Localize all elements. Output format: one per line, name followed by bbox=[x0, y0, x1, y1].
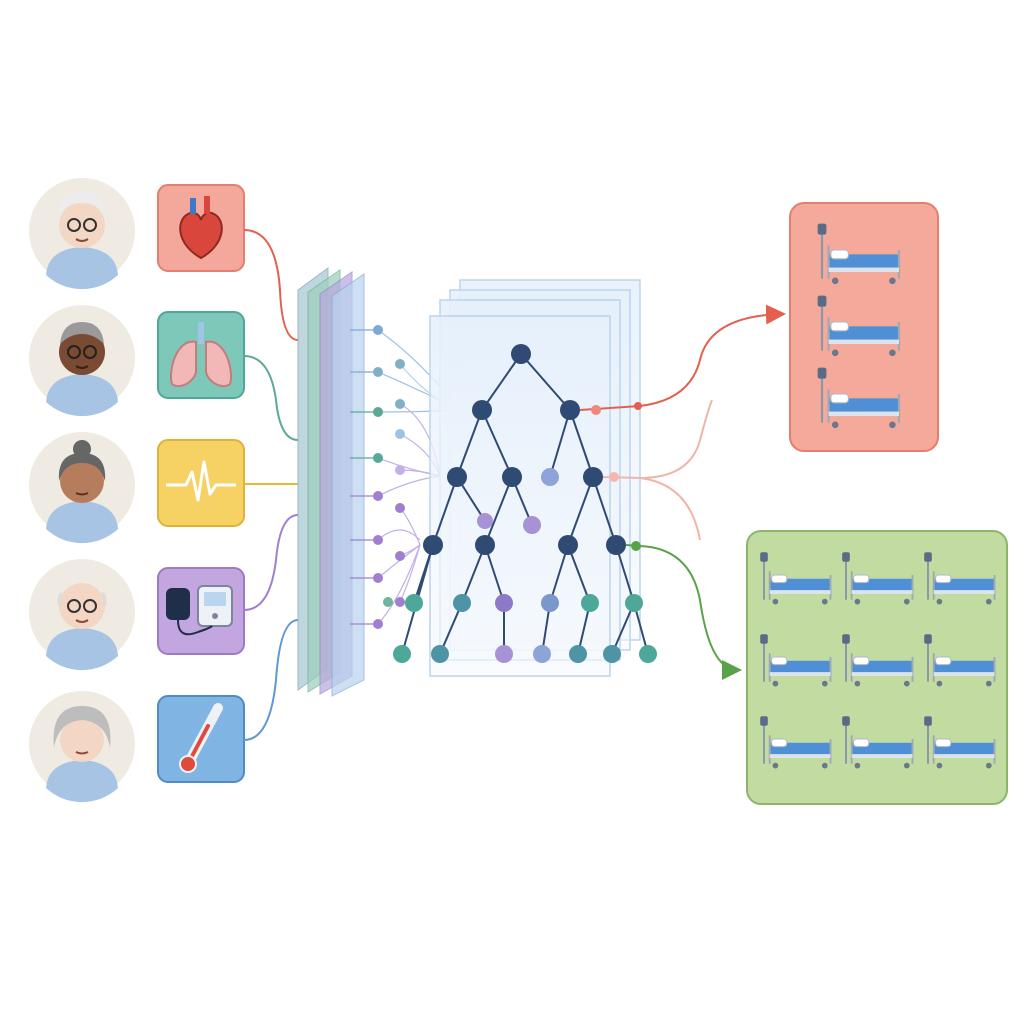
hospital-bed-icon bbox=[760, 716, 832, 769]
high-risk-beds bbox=[817, 223, 901, 429]
hospital-bed-icon bbox=[817, 367, 901, 429]
hospital-bed-icon bbox=[817, 223, 901, 285]
hospital-bed-icon bbox=[760, 552, 832, 605]
thermometer-icon bbox=[179, 703, 223, 773]
patient-5-avatar bbox=[29, 691, 135, 803]
lungs-icon bbox=[170, 322, 232, 388]
hospital-bed-icon bbox=[924, 634, 996, 687]
thermometer-signal-card bbox=[157, 695, 245, 783]
signal-column bbox=[157, 184, 245, 783]
hospital-bed-icon bbox=[842, 634, 914, 687]
patient-1-avatar bbox=[29, 178, 135, 290]
input-connectors bbox=[243, 229, 299, 741]
heart-signal-card bbox=[157, 184, 245, 272]
ecg-waveform-icon bbox=[166, 460, 236, 502]
hospital-bed-icon bbox=[924, 716, 996, 769]
lungs-signal-card bbox=[157, 311, 245, 399]
hospital-bed-icon bbox=[760, 634, 832, 687]
hospital-bed-icon bbox=[924, 552, 996, 605]
heart-icon bbox=[179, 196, 223, 260]
blood-pressure-signal-card bbox=[157, 567, 245, 655]
ecg-signal-card bbox=[157, 439, 245, 527]
hospital-bed-icon bbox=[817, 295, 901, 357]
patient-column bbox=[29, 178, 135, 803]
patient-3-avatar bbox=[29, 432, 135, 544]
blood-pressure-monitor-icon bbox=[166, 585, 233, 636]
decision-tree bbox=[393, 344, 657, 663]
patient-2-avatar bbox=[29, 305, 135, 417]
feature-layer-stack bbox=[297, 267, 365, 697]
hospital-bed-icon bbox=[842, 552, 914, 605]
patient-4-avatar bbox=[29, 559, 135, 671]
hospital-bed-icon bbox=[842, 716, 914, 769]
low-risk-beds bbox=[760, 552, 996, 769]
output-connectors bbox=[579, 304, 786, 680]
